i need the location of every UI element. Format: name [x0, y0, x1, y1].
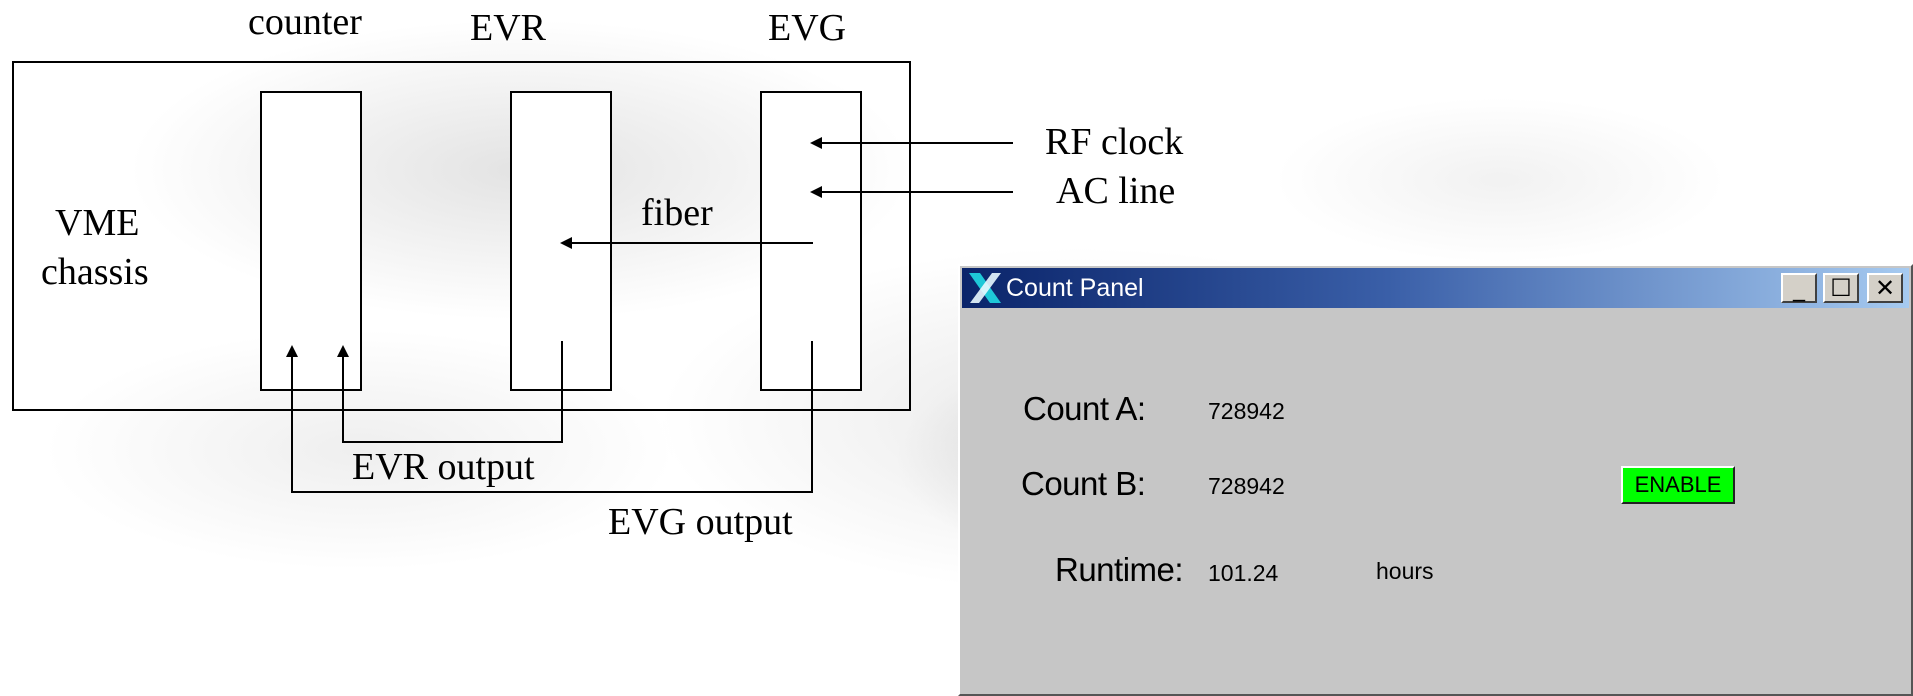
app-x-icon: [969, 273, 1001, 303]
count-a-label: Count A:: [1023, 390, 1146, 427]
evg-output-path: [286, 341, 813, 493]
evg-output-label: EVG output: [608, 501, 793, 543]
evr-label: EVR: [470, 7, 547, 49]
runtime-unit: hours: [1376, 558, 1434, 584]
count-b-value: 728942: [1208, 473, 1285, 499]
window-title: Count Panel: [1006, 273, 1144, 302]
evr-output-label: EVR output: [352, 446, 535, 488]
count-panel-window: Count Panel _ ☐ ✕ Count A: 728942 Count …: [958, 264, 1913, 696]
window-titlebar[interactable]: Count Panel _ ☐ ✕: [962, 268, 1909, 308]
chassis-label-line1: VME: [55, 202, 139, 244]
maximize-icon[interactable]: ☐: [1823, 273, 1859, 303]
runtime-value: 101.24: [1208, 560, 1279, 586]
ac-line-label: AC line: [1056, 170, 1175, 212]
count-b-label: Count B:: [1021, 465, 1146, 502]
count-a-value: 728942: [1208, 398, 1285, 424]
evg-label: EVG: [768, 7, 846, 49]
runtime-label: Runtime:: [1055, 551, 1184, 588]
vme-chassis-box: [12, 61, 911, 411]
chassis-label-line2: chassis: [41, 251, 149, 293]
rf-clock-label: RF clock: [1045, 121, 1183, 163]
fiber-label: fiber: [641, 192, 713, 234]
counter-module: [260, 91, 362, 391]
counter-label: counter: [248, 1, 362, 43]
close-icon[interactable]: ✕: [1867, 273, 1903, 303]
enable-button[interactable]: ENABLE: [1621, 466, 1735, 504]
evr-output-path: [337, 341, 563, 443]
minimize-icon[interactable]: _: [1781, 273, 1817, 303]
